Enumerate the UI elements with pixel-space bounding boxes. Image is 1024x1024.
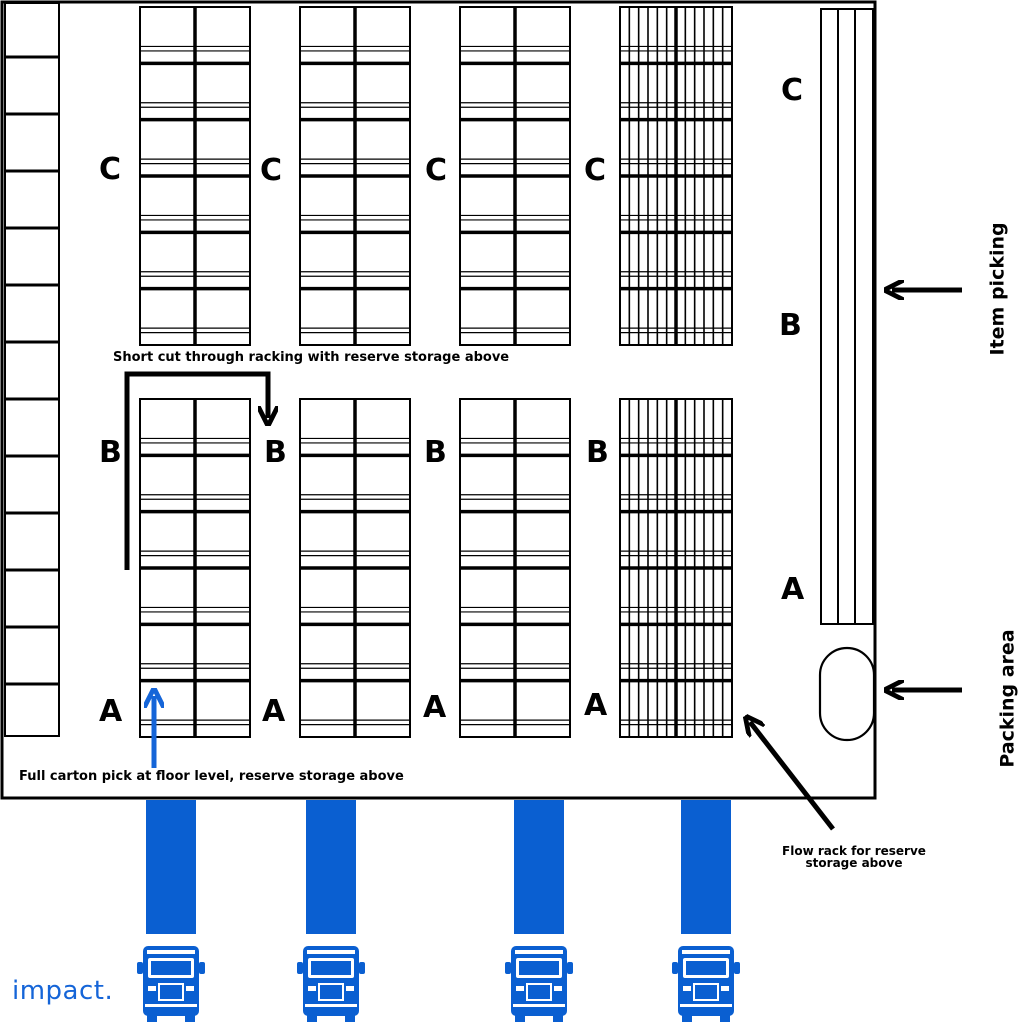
zone-label-b: B [779, 308, 802, 343]
rack-block [299, 398, 411, 738]
loading-docks [137, 800, 740, 1022]
flow-rack-arrow [750, 722, 835, 831]
loading-dock [297, 800, 365, 1022]
warehouse-outline [0, 0, 877, 800]
zone-label-b: B [99, 435, 122, 470]
item-picking-conveyor [820, 8, 874, 625]
zone-label-c: C [99, 152, 122, 187]
zone-label-a: A [262, 694, 286, 729]
rack-block [139, 398, 251, 738]
shortcut-annotation: Short cut through racking with reserve s… [113, 350, 510, 365]
shortcut-arrow [124, 371, 268, 570]
zone-label-c: C [584, 153, 607, 188]
flow-rack-annotation: Flow rack for reserve storage above [782, 844, 926, 870]
loading-dock [137, 800, 205, 1022]
zone-label-a: A [423, 690, 447, 725]
full-carton-annotation: Full carton pick at floor level, reserve… [19, 769, 404, 784]
wall-shelving [4, 2, 60, 737]
zone-label-b: B [264, 435, 287, 470]
brand-logo: impact. [12, 976, 114, 1006]
rack-block [619, 6, 733, 346]
truck-icon [505, 946, 573, 1022]
zone-label-c: C [425, 153, 448, 188]
packing-area-label: Packing area [996, 629, 1019, 768]
zone-label-c: C [781, 73, 804, 108]
zone-label-a: A [584, 688, 608, 723]
rack-block [459, 6, 571, 346]
item-picking-label: Item picking [986, 222, 1009, 356]
loading-dock [505, 800, 573, 1022]
truck-icon [137, 946, 205, 1022]
rack-block [139, 6, 251, 346]
rack-blocks [139, 6, 733, 738]
zone-label-c: C [260, 153, 283, 188]
truck-icon [297, 946, 365, 1022]
zone-label-b: B [424, 435, 447, 470]
rack-block [619, 398, 733, 738]
zone-label-a: A [781, 572, 805, 607]
rack-block [459, 398, 571, 738]
loading-dock [672, 800, 740, 1022]
zone-label-b: B [586, 435, 609, 470]
zone-label-a: A [99, 694, 123, 729]
rack-block [299, 6, 411, 346]
packing-area-station [818, 646, 876, 742]
truck-icon [672, 946, 740, 1022]
